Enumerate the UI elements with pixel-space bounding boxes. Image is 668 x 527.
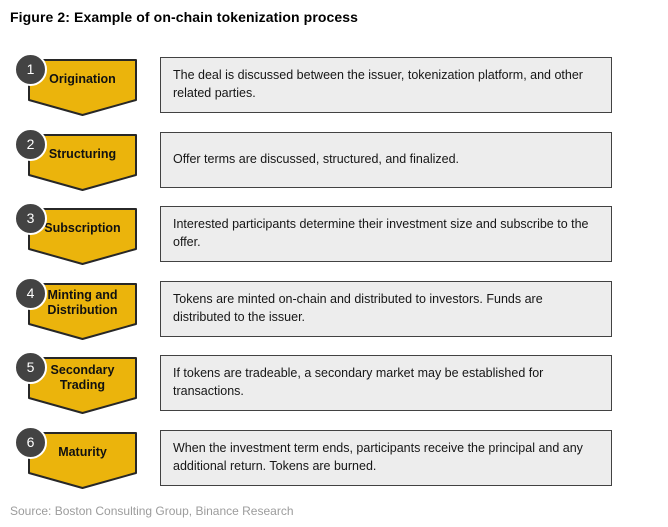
step-description-box: Tokens are minted on-chain and distribut… bbox=[160, 280, 612, 337]
step-row-secondary-trading: 5 Secondary Trading If tokens are tradea… bbox=[0, 351, 668, 426]
step-number-badge: 4 bbox=[14, 276, 47, 310]
step-number-badge: 1 bbox=[14, 53, 47, 86]
down-arrow-banner-icon bbox=[28, 431, 137, 489]
step-description: Offer terms are discussed, structured, a… bbox=[173, 151, 460, 166]
down-arrow-banner-icon bbox=[28, 208, 137, 265]
down-arrow-banner-icon bbox=[28, 357, 137, 414]
step-description-box: The deal is discussed between the issuer… bbox=[160, 57, 612, 113]
step-row-structuring: 2 Structuring Offer terms are discussed,… bbox=[0, 127, 668, 203]
step-description-box: If tokens are tradeable, a secondary mar… bbox=[160, 355, 612, 411]
step-row-minting-and-distribution: 4 Minting and Distribution Tokens are mi… bbox=[0, 276, 668, 352]
step-label: Origination bbox=[49, 72, 116, 86]
step-description: Interested participants determine their … bbox=[173, 217, 589, 249]
step-row-maturity: 6 Maturity When the investment term ends… bbox=[0, 425, 668, 501]
step-label: Structuring bbox=[48, 146, 117, 161]
step-number-badge: 5 bbox=[14, 351, 47, 384]
step-row-subscription: 3 Subscription Interested participants d… bbox=[0, 202, 668, 277]
step-description: The deal is discussed between the issuer… bbox=[173, 68, 583, 100]
step-description: When the investment term ends, participa… bbox=[173, 440, 583, 473]
step-number-badge: 2 bbox=[14, 127, 47, 161]
step-label: Minting and Distribution bbox=[47, 288, 118, 317]
down-arrow-banner-icon bbox=[28, 133, 137, 191]
down-arrow-banner-icon bbox=[28, 282, 137, 340]
step-description-box: When the investment term ends, participa… bbox=[160, 429, 612, 486]
step-description-box: Interested participants determine their … bbox=[160, 206, 612, 262]
step-description: Tokens are minted on-chain and distribut… bbox=[173, 291, 543, 324]
step-label: Secondary Trading bbox=[50, 362, 115, 392]
source-attribution: Source: Boston Consulting Group, Binance… bbox=[10, 504, 294, 518]
figure-title: Figure 2: Example of on-chain tokenizati… bbox=[10, 9, 359, 25]
step-number-badge: 6 bbox=[14, 425, 47, 459]
step-label: Subscription bbox=[44, 221, 121, 235]
step-row-origination: 1 Origination The deal is discussed betw… bbox=[0, 53, 668, 128]
step-label: Maturity bbox=[58, 444, 107, 459]
step-description-box: Offer terms are discussed, structured, a… bbox=[160, 131, 612, 188]
down-arrow-banner-icon bbox=[28, 59, 137, 116]
process-steps: 1 Origination The deal is discussed betw… bbox=[0, 53, 668, 500]
step-description: If tokens are tradeable, a secondary mar… bbox=[173, 366, 544, 398]
step-number-badge: 3 bbox=[14, 202, 47, 235]
